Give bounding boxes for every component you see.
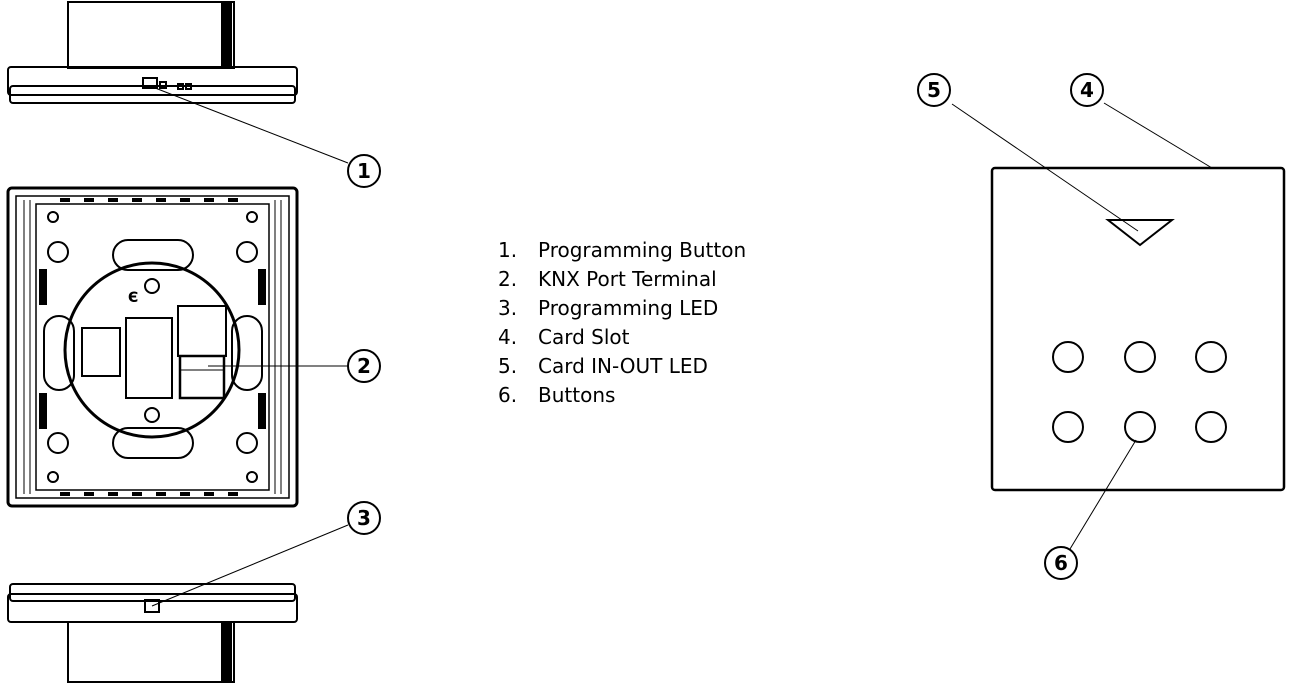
bottom-side-view <box>7 524 349 683</box>
button-5 <box>1124 411 1156 443</box>
top-small-part-2 <box>177 83 184 90</box>
ce-mark: Є <box>128 290 138 306</box>
bottom-face-plate <box>9 583 296 602</box>
callout-6: 6 <box>1044 546 1078 580</box>
screw-hole-br <box>246 471 258 483</box>
mount-hole-br <box>236 432 258 454</box>
bottom-body-edge <box>221 623 232 681</box>
callout-5: 5 <box>917 73 951 107</box>
callout-3-circle <box>347 501 381 535</box>
legend-item-label: KNX Port Terminal <box>538 267 717 291</box>
legend-item-number: 4. <box>498 325 518 349</box>
label-area-left <box>81 327 121 377</box>
legend-item-programming-led: 3. Programming LED <box>498 294 746 323</box>
legend-item-number: 2. <box>498 267 518 291</box>
slot-top <box>112 239 194 271</box>
knx-port-terminal-part <box>178 354 226 400</box>
left-notch-2 <box>39 393 47 429</box>
callout-4: 4 <box>1070 73 1104 107</box>
front-view <box>951 102 1286 550</box>
slot-right <box>231 315 263 391</box>
connector-housing <box>177 305 227 357</box>
callout-2: 2 <box>347 349 381 383</box>
legend-item-label: Card Slot <box>538 325 630 349</box>
label-area-center <box>125 317 173 399</box>
screw-hole-tr <box>246 211 258 223</box>
screw-hole-bl <box>47 471 59 483</box>
callout-6-leader <box>1069 439 1137 550</box>
callout-5-number: 5 <box>927 78 941 102</box>
slot-bottom <box>112 427 194 459</box>
rear-view: Є <box>6 186 348 508</box>
card-in-out-led-triangle <box>1105 219 1175 247</box>
rear-mount-plate <box>35 203 270 491</box>
top-small-part-1 <box>159 81 167 89</box>
programming-button-part <box>142 77 158 89</box>
legend-item-number: 3. <box>498 296 518 320</box>
callout-1-circle <box>347 154 381 188</box>
rear-inner-frame <box>15 195 290 499</box>
legend-item-card-slot: 4. Card Slot <box>498 323 746 352</box>
legend-item-label: Card IN-OUT LED <box>538 354 708 378</box>
parts-legend: 1. Programming Button 2. KNX Port Termin… <box>498 236 746 410</box>
left-notch-1 <box>39 269 47 305</box>
slot-left <box>43 315 75 391</box>
callout-3-number: 3 <box>357 506 371 530</box>
top-body-edge <box>221 3 232 67</box>
callout-1-number: 1 <box>357 159 371 183</box>
rear-round-body <box>63 261 241 439</box>
legend-item-number: 6. <box>498 383 518 407</box>
top-body-housing <box>67 1 235 69</box>
top-face-plate <box>9 85 296 104</box>
callout-6-number: 6 <box>1054 551 1068 575</box>
legend-item-number: 1. <box>498 238 518 262</box>
body-screw-top <box>144 278 160 294</box>
legend-item-programming-button: 1. Programming Button <box>498 236 746 265</box>
button-4 <box>1052 411 1084 443</box>
front-face-plate <box>990 166 1286 492</box>
callout-3-leader <box>151 524 349 607</box>
bottom-body-housing <box>67 621 235 683</box>
callout-3: 3 <box>347 501 381 535</box>
callout-1-leader <box>149 85 349 164</box>
button-1 <box>1052 341 1084 373</box>
button-6 <box>1195 411 1227 443</box>
top-small-part-3 <box>185 83 192 90</box>
right-notch-2 <box>258 393 266 429</box>
mount-hole-bl <box>47 432 69 454</box>
legend-item-label: Programming Button <box>538 238 747 262</box>
callout-6-circle <box>1044 546 1078 580</box>
legend-item-buttons: 6. Buttons <box>498 381 746 410</box>
screw-hole-tl <box>47 211 59 223</box>
mount-hole-tr <box>236 241 258 263</box>
legend-item-number: 5. <box>498 354 518 378</box>
right-notch-1 <box>258 269 266 305</box>
rear-outer-frame <box>6 186 299 508</box>
legend-item-knx-port-terminal: 2. KNX Port Terminal <box>498 265 746 294</box>
callout-4-leader <box>1103 102 1213 169</box>
callout-5-leader <box>951 103 1139 232</box>
legend-item-card-in-out-led: 5. Card IN-OUT LED <box>498 352 746 381</box>
button-3 <box>1195 341 1227 373</box>
callout-2-circle <box>347 349 381 383</box>
top-frame-plate <box>7 66 298 96</box>
bottom-frame-plate <box>7 593 298 623</box>
legend-item-label: Buttons <box>538 383 616 407</box>
callout-4-number: 4 <box>1080 78 1094 102</box>
top-side-view <box>7 1 349 164</box>
callout-5-circle <box>917 73 951 107</box>
callout-1: 1 <box>347 154 381 188</box>
callout-4-circle <box>1070 73 1104 107</box>
callout-2-number: 2 <box>357 354 371 378</box>
legend-item-label: Programming LED <box>538 296 719 320</box>
body-screw-bottom <box>144 407 160 423</box>
button-2 <box>1124 341 1156 373</box>
programming-led-part <box>144 599 160 613</box>
mount-hole-tl <box>47 241 69 263</box>
